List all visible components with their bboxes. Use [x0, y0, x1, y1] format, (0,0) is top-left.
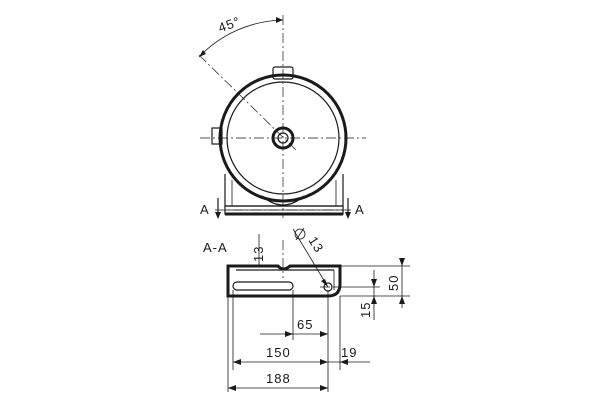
housing-inner [226, 81, 340, 195]
hub-inner [277, 132, 289, 144]
front-view: 45° A A [198, 14, 366, 219]
section-label-left: A [200, 202, 210, 217]
angle-arc [198, 19, 284, 58]
dim-slot-offset: 65 [297, 317, 313, 332]
section-title: A-A [203, 240, 228, 255]
dim-slot-span: 150 [266, 345, 291, 360]
hub-outer [271, 126, 295, 150]
dim-hole-height: 15 [358, 302, 373, 318]
dim-hole: 13 [305, 234, 326, 256]
section-label-right: A [355, 202, 365, 217]
dim-height: 50 [386, 275, 401, 291]
top-knob [272, 66, 294, 80]
slot [232, 281, 294, 291]
angle-ref-line [198, 54, 297, 151]
angle-label: 45° [216, 14, 242, 36]
dim-top: 13 [251, 246, 266, 262]
housing-outer [218, 73, 348, 203]
dim-total: 188 [266, 371, 291, 386]
section-view: A-A 13 13 50 15 [203, 227, 410, 392]
dim-end: 19 [341, 345, 357, 360]
section-plate [226, 264, 342, 298]
left-port [211, 127, 223, 145]
diameter-symbol [294, 228, 306, 240]
